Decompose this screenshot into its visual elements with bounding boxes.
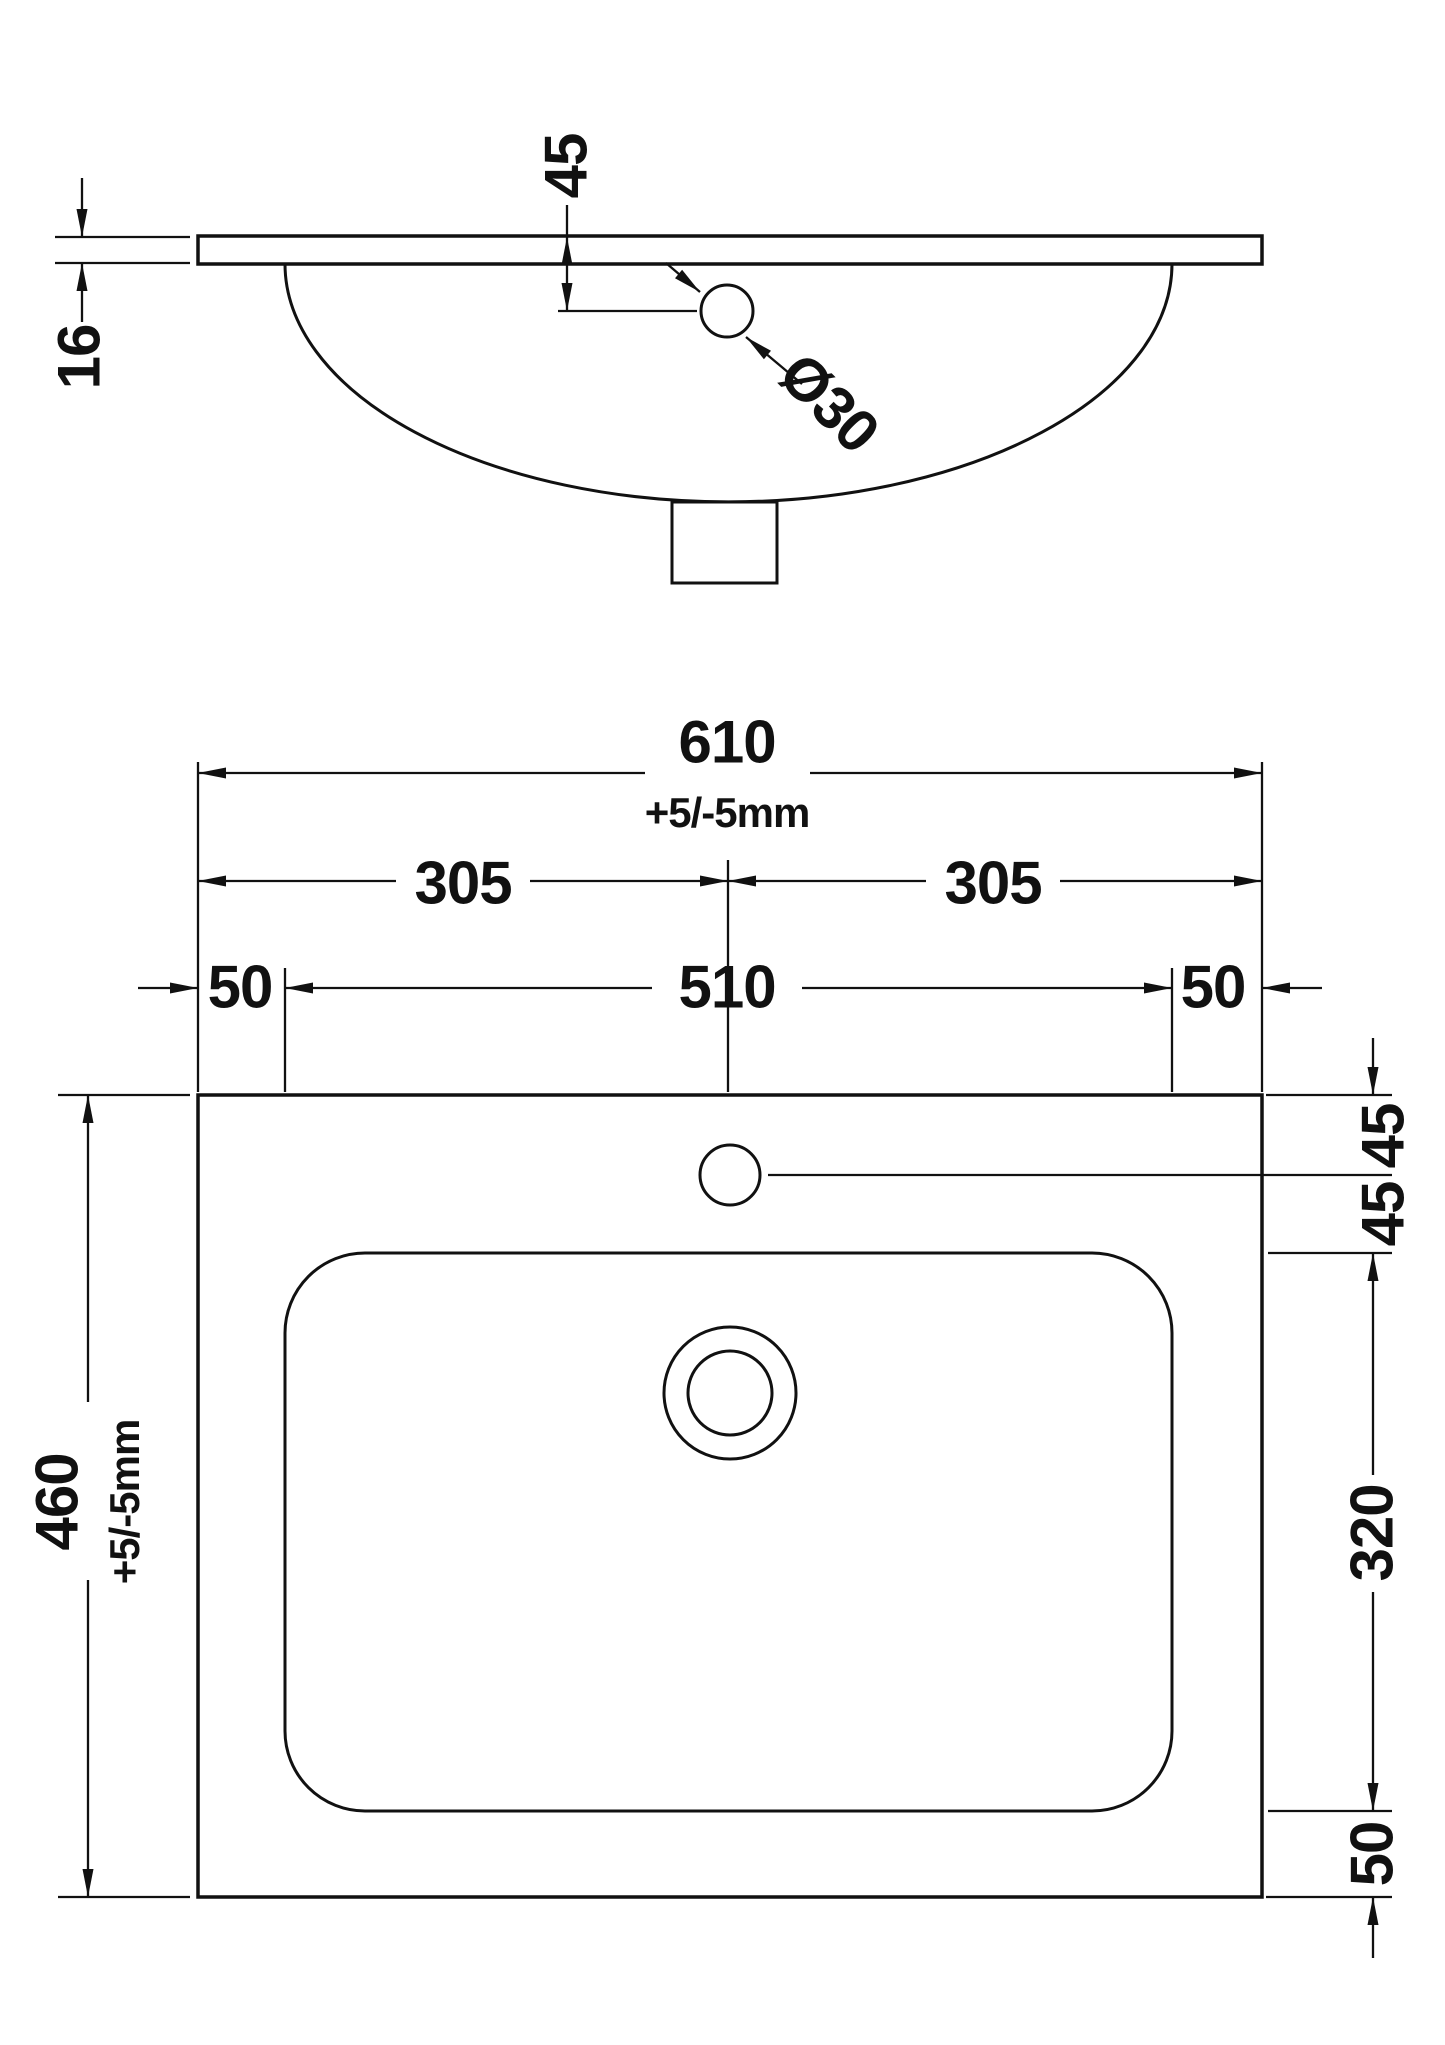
label-16: 16 — [46, 325, 113, 390]
label-45-right-upper: 45 — [1350, 1104, 1417, 1169]
arrow-305R-left — [728, 875, 756, 887]
arrow-610-right — [1234, 767, 1262, 779]
arrow-45front-bot — [561, 283, 573, 311]
label-610-tol: +5/-5mm — [645, 789, 810, 836]
arrow-50R — [1262, 982, 1290, 994]
plan-outer-edge — [196, 1093, 1264, 1899]
plan-tap-hole — [698, 1143, 762, 1207]
label-45-front: 45 — [533, 134, 600, 199]
arrow-305R-right — [1234, 875, 1262, 887]
arrow-320-bottom — [1367, 1783, 1379, 1811]
plan-inner-bowl — [283, 1251, 1174, 1813]
label-305-right: 305 — [944, 850, 1041, 917]
front-bowl-profile — [283, 263, 1174, 504]
arrow-16-top — [76, 209, 88, 237]
arrow-16-bottom — [76, 263, 88, 291]
arrow-460-bottom — [82, 1869, 94, 1897]
label-460-tol: +5/-5mm — [101, 1420, 148, 1585]
front-rim-section — [196, 234, 1264, 266]
label-50-left: 50 — [208, 954, 273, 1021]
label-460: 460 — [24, 1453, 91, 1550]
label-320: 320 — [1339, 1484, 1406, 1581]
label-510: 510 — [678, 954, 775, 1021]
arrow-d30-lower — [746, 337, 771, 360]
label-50-bottom: 50 — [1339, 1822, 1406, 1887]
arrow-460-top — [82, 1095, 94, 1123]
arrow-510-right — [1144, 982, 1172, 994]
label-50-right: 50 — [1181, 954, 1246, 1021]
arrow-305L-left — [198, 875, 226, 887]
arrow-305L-right — [700, 875, 728, 887]
arrow-50B — [1367, 1897, 1379, 1925]
arrow-610-left — [198, 767, 226, 779]
label-45-right-lower: 45 — [1350, 1182, 1417, 1247]
arrow-45a-top — [1367, 1067, 1379, 1095]
label-610: 610 — [678, 709, 775, 776]
plan-drain-inner-ring — [686, 1349, 774, 1437]
arrow-510-left — [285, 982, 313, 994]
arrow-45b-bottom — [1367, 1253, 1379, 1281]
arrow-d30-upper — [675, 269, 700, 292]
arrow-50L — [170, 982, 198, 994]
label-d30: Ø30 — [766, 340, 891, 465]
front-waste-outlet — [670, 500, 779, 585]
plan-drain-outer-ring — [662, 1325, 798, 1461]
label-305-left: 305 — [414, 850, 511, 917]
arrow-45front-top — [561, 237, 573, 265]
front-tap-hole — [699, 283, 755, 339]
